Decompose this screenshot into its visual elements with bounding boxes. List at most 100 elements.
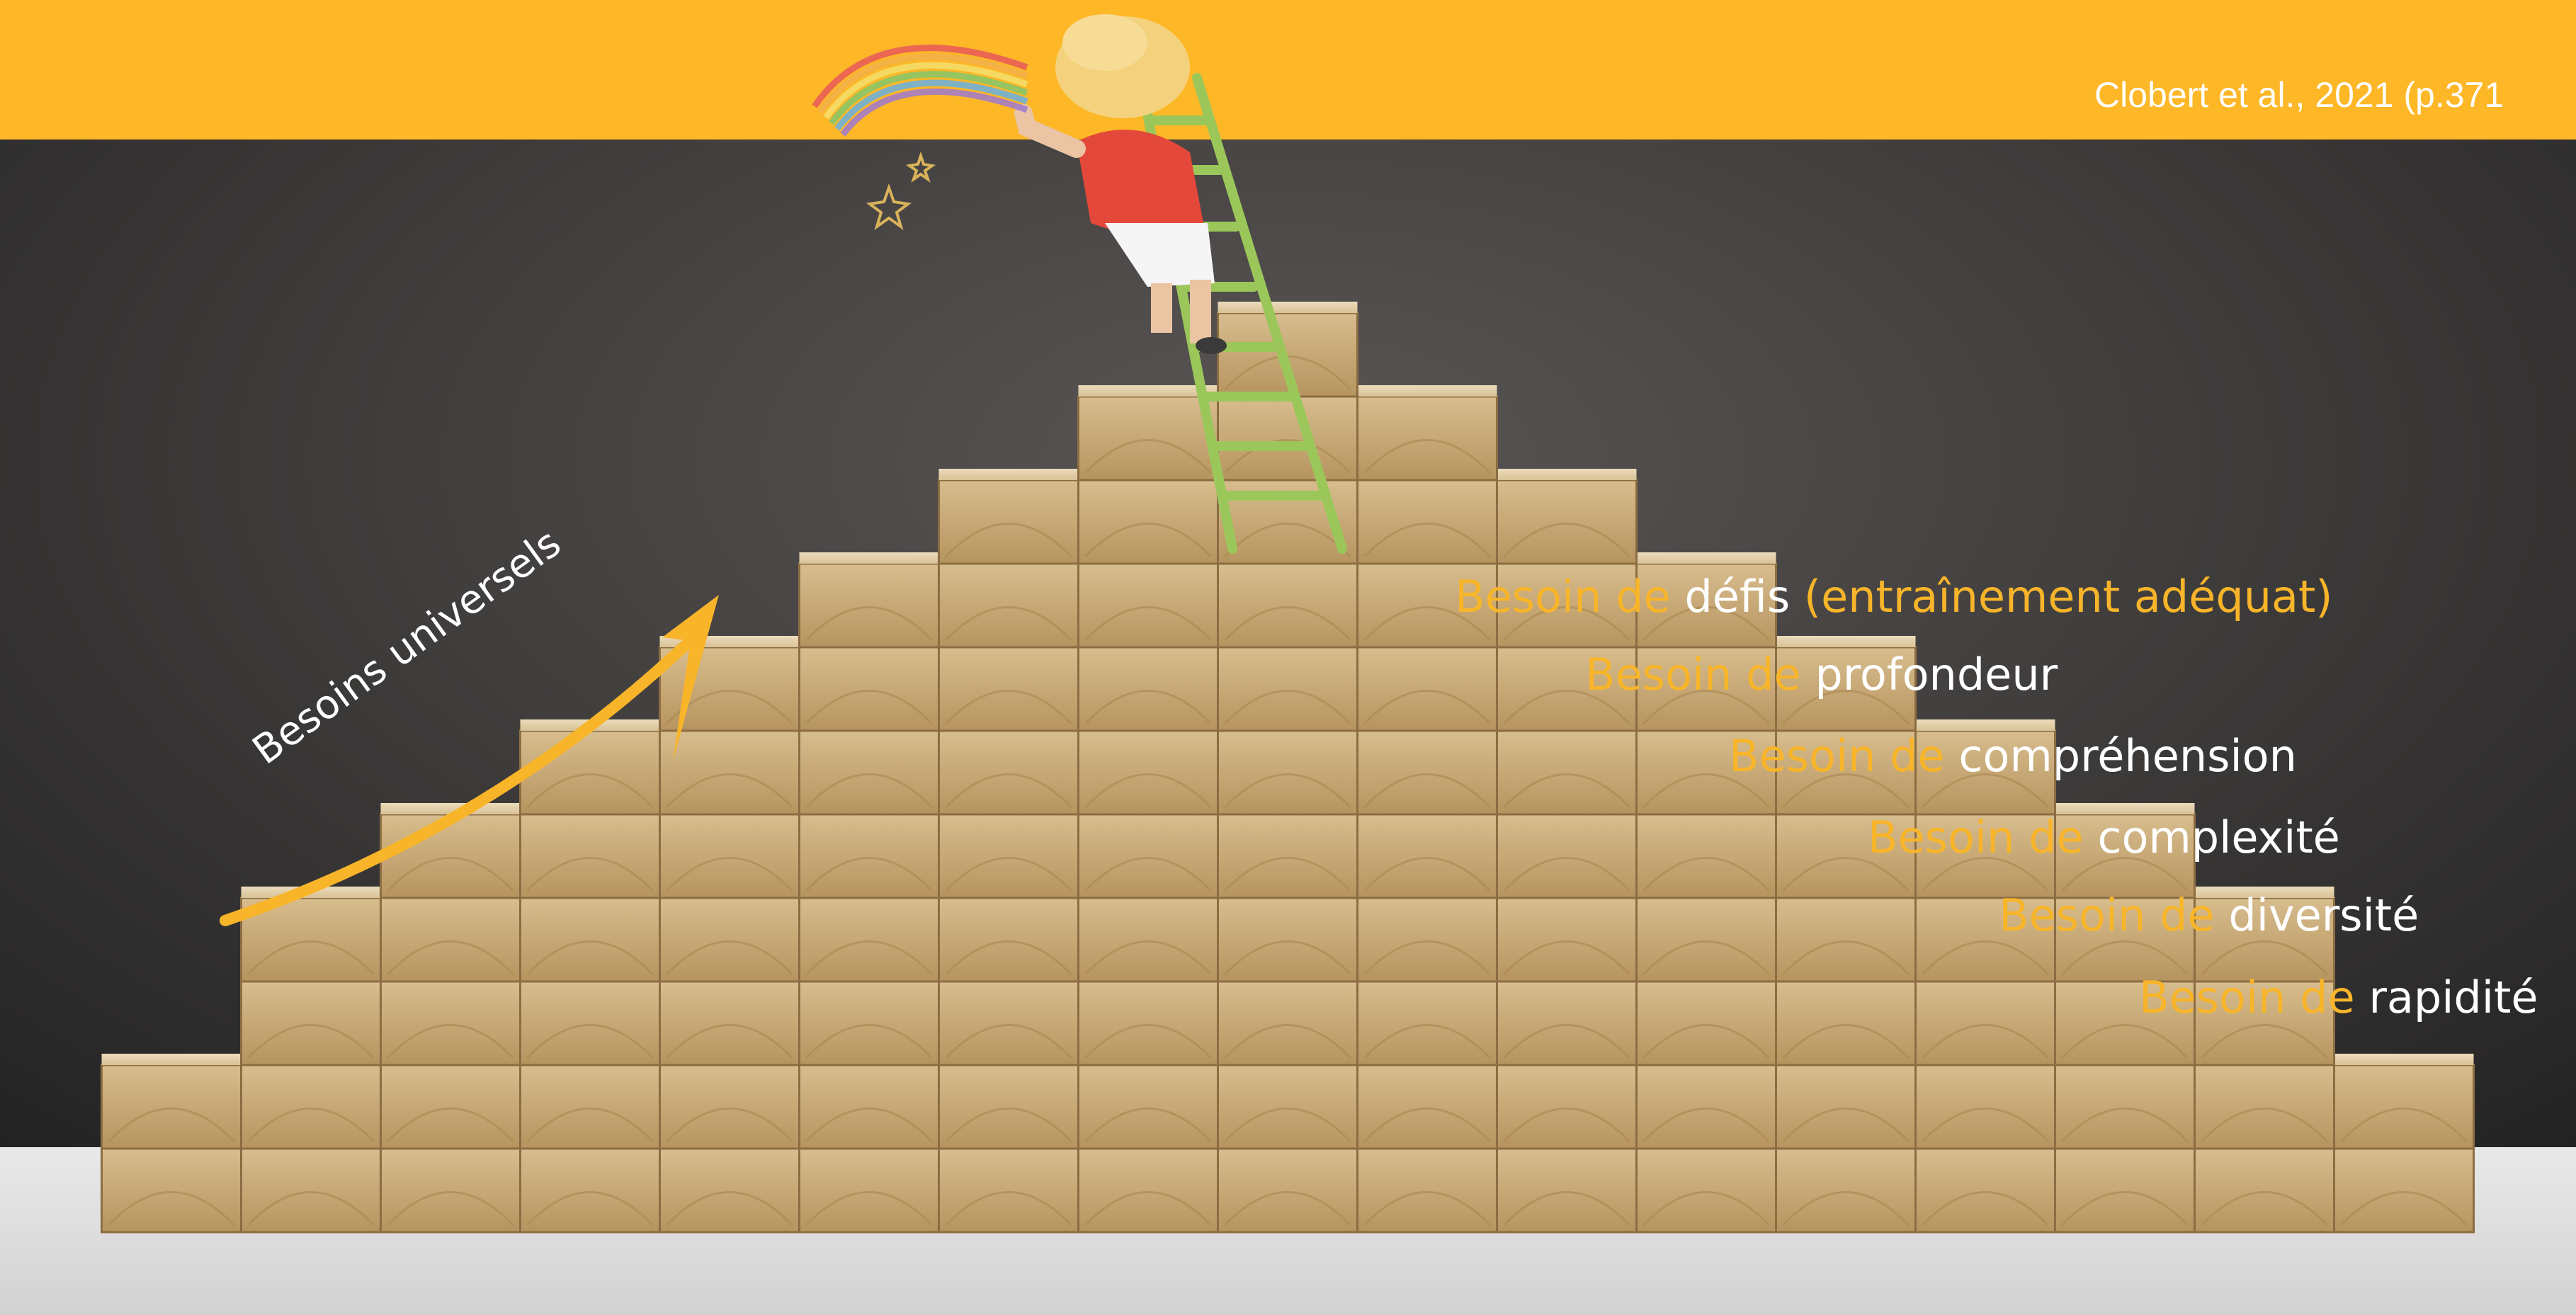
wood-block — [1217, 896, 1358, 983]
need-term: défis — [1684, 571, 1791, 622]
need-item: Besoin de rapidité — [2139, 976, 2538, 1020]
wood-block — [380, 813, 521, 899]
need-item: Besoin de défis (entraînement adéquat) — [1455, 575, 2333, 619]
wood-block — [659, 813, 800, 899]
wood-block — [938, 980, 1079, 1066]
wood-block — [1775, 1147, 1917, 1234]
need-term: rapidité — [2368, 972, 2538, 1023]
wood-block — [1635, 896, 1777, 983]
wood-block — [798, 729, 940, 816]
header-bar — [0, 0, 2576, 140]
wood-block — [2054, 896, 2196, 983]
wood-block — [659, 1064, 800, 1150]
wood-block — [798, 813, 940, 899]
wood-block — [1217, 980, 1358, 1066]
wood-block — [1077, 1147, 1219, 1234]
wood-block — [1496, 1064, 1638, 1150]
wood-block — [1914, 1147, 2056, 1234]
need-item: Besoin de diversité — [1999, 894, 2419, 938]
sparkle-stars-icon — [866, 151, 936, 230]
wood-block — [1496, 980, 1638, 1066]
need-prefix: Besoin de — [1455, 571, 1685, 622]
need-item: Besoin de complexité — [1868, 816, 2340, 860]
wood-block — [2194, 1064, 2335, 1150]
wood-block — [519, 896, 661, 983]
wood-block — [1217, 395, 1358, 482]
wood-block — [1217, 1064, 1358, 1150]
wood-block — [798, 896, 940, 983]
wood-block — [1077, 729, 1219, 816]
wood-block — [1496, 729, 1638, 816]
need-prefix: Besoin de — [2139, 972, 2369, 1023]
wood-block — [798, 562, 940, 649]
wood-block — [1077, 1064, 1219, 1150]
wood-block — [1914, 980, 2056, 1066]
wood-block — [1217, 646, 1358, 732]
wood-block — [1496, 646, 1638, 732]
wood-block — [938, 646, 1079, 732]
wood-block — [938, 1064, 1079, 1150]
wood-block — [2054, 1147, 2196, 1234]
wood-block — [1356, 896, 1498, 983]
wood-block — [1496, 479, 1638, 565]
wood-block — [1635, 646, 1777, 732]
wood-block — [938, 479, 1079, 565]
wood-block — [380, 1147, 521, 1234]
wood-block — [1635, 980, 1777, 1066]
wood-block — [1356, 980, 1498, 1066]
wood-block — [1356, 813, 1498, 899]
wood-block — [1077, 980, 1219, 1066]
wood-block-pyramid — [101, 302, 2475, 1234]
wood-block — [2333, 1147, 2475, 1234]
need-suffix: (entraînement adéquat) — [1790, 571, 2333, 622]
wood-block — [938, 729, 1079, 816]
wood-block — [2194, 1147, 2335, 1234]
need-term: diversité — [2228, 889, 2419, 941]
wood-block — [1217, 729, 1358, 816]
wood-block — [2054, 1064, 2196, 1150]
wood-block-top — [1218, 302, 1358, 313]
wood-block — [798, 1064, 940, 1150]
need-prefix: Besoin de — [1868, 812, 2098, 863]
wood-block — [1496, 813, 1638, 899]
need-term: compréhension — [1958, 730, 2297, 782]
wood-block — [101, 1064, 242, 1150]
wood-block — [1356, 1147, 1498, 1234]
wood-block — [1356, 646, 1498, 732]
wood-block — [1775, 896, 1917, 983]
need-term: profondeur — [1815, 649, 2058, 700]
wood-block — [659, 729, 800, 816]
wood-block — [1217, 1147, 1358, 1234]
wood-block — [519, 1064, 661, 1150]
wood-block — [798, 1147, 940, 1234]
citation-text: Clobert et al., 2021 (p.371 — [2094, 75, 2504, 115]
wood-block — [1077, 562, 1219, 649]
wood-block — [2194, 980, 2335, 1066]
wood-block — [519, 729, 661, 816]
wood-block — [101, 1147, 242, 1234]
wood-block — [1775, 980, 1917, 1066]
wood-block — [1635, 813, 1777, 899]
child-figure — [1014, 14, 1227, 354]
wood-block — [1496, 896, 1638, 983]
wood-block — [1635, 1147, 1777, 1234]
wood-block — [1356, 479, 1498, 565]
wood-block — [1217, 562, 1358, 649]
wood-block — [519, 980, 661, 1066]
wood-block — [1077, 813, 1219, 899]
wood-block — [1217, 813, 1358, 899]
need-term: complexité — [2097, 812, 2340, 863]
wood-block — [798, 646, 940, 732]
need-prefix: Besoin de — [1999, 889, 2229, 941]
need-item: Besoin de profondeur — [1585, 653, 2058, 697]
wood-block — [240, 980, 382, 1066]
wood-block — [1077, 646, 1219, 732]
wood-block — [659, 980, 800, 1066]
wood-block — [519, 1147, 661, 1234]
wood-block — [2054, 813, 2196, 899]
wood-block — [798, 980, 940, 1066]
wood-block — [1077, 479, 1219, 565]
wood-block — [1356, 562, 1498, 649]
